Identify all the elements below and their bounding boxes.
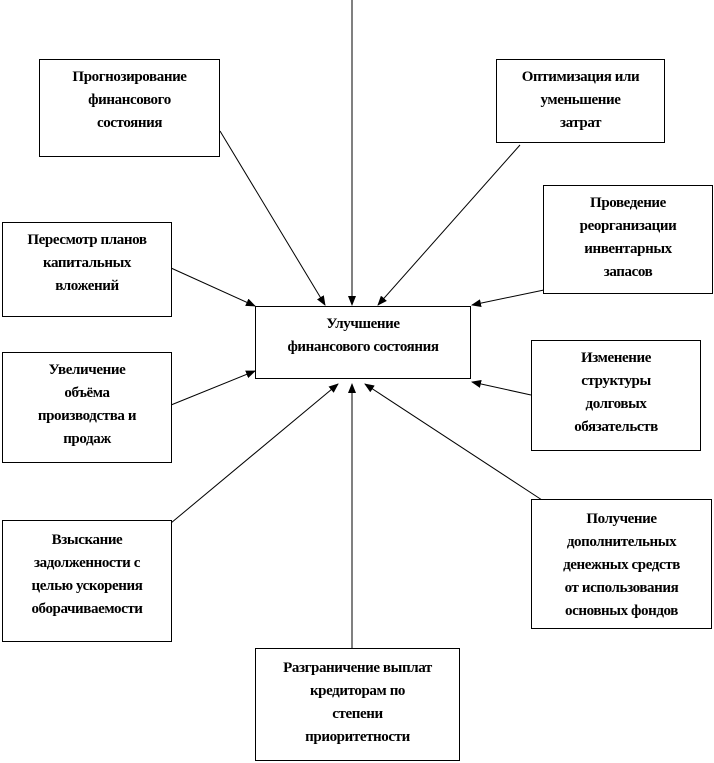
- box-line: Пересмотр планов: [27, 232, 147, 248]
- box-line: степени: [332, 706, 383, 722]
- box-line: финансового: [88, 92, 171, 108]
- box-line: Прогнозирование: [72, 69, 187, 85]
- box-line: Увеличение: [48, 362, 126, 378]
- box-line: оборачиваемости: [31, 601, 143, 617]
- box-line: инвентарных: [584, 241, 672, 257]
- box-line: Изменение: [580, 350, 651, 366]
- arrow-receivables: [170, 383, 339, 524]
- box-line: Оптимизация или: [521, 69, 640, 85]
- box-line: запасов: [603, 264, 653, 280]
- box-line: долговых: [585, 396, 647, 412]
- box-line: основных фондов: [565, 603, 678, 619]
- arrow-costs: [377, 144, 521, 306]
- box-line: Взыскание: [51, 532, 123, 548]
- center-line: финансового состояния: [287, 339, 439, 355]
- box-line: Получение: [586, 511, 657, 527]
- box-line: вложений: [55, 278, 119, 294]
- box-line: состояния: [96, 115, 163, 131]
- box-line: задолженности с: [33, 555, 141, 571]
- arrow-forecast: [219, 130, 326, 306]
- box-line: продаж: [63, 431, 111, 447]
- factor-inventory: Проведение реорганизации инвентарных зап…: [543, 185, 713, 294]
- box-line: обязательств: [574, 419, 658, 435]
- box-line: объёма: [64, 385, 110, 401]
- box-line: Разграничение выплат: [283, 660, 432, 676]
- box-line: от использования: [564, 580, 679, 596]
- box-line: уменьшение: [540, 92, 621, 108]
- box-line: целью ускорения: [31, 578, 143, 594]
- factor-forecast: Прогнозирование финансового состояния: [39, 59, 220, 157]
- factor-capex: Пересмотр планов капитальных вложений: [2, 222, 172, 317]
- box-line: приоритетности: [305, 729, 410, 745]
- box-line: дополнительных: [566, 534, 677, 550]
- box-line: денежных средств: [563, 557, 680, 573]
- arrow-assets: [364, 383, 543, 501]
- box-line: кредиторам по: [309, 683, 406, 699]
- factor-sales: Увеличение объёма производства и продаж: [2, 352, 172, 463]
- box-line: реорганизации: [579, 218, 677, 234]
- factor-debt: Изменение структуры долговых обязательст…: [531, 340, 701, 451]
- factor-creditors: Разграничение выплат кредиторам по степе…: [255, 648, 460, 761]
- factor-assets: Получение дополнительных денежных средст…: [531, 499, 712, 629]
- box-line: капитальных: [43, 255, 131, 271]
- box-line: производства и: [37, 408, 137, 424]
- factor-receivables: Взыскание задолженности с целью ускорени…: [2, 520, 172, 642]
- center-box: Улучшение финансового состояния: [255, 306, 471, 379]
- box-line: затрат: [559, 115, 602, 131]
- center-line: Улучшение: [326, 316, 400, 332]
- arrow-inventory: [471, 289, 545, 308]
- arrow-sales: [170, 370, 256, 406]
- factor-costs: Оптимизация или уменьшение затрат: [496, 59, 665, 143]
- box-line: структуры: [581, 373, 651, 389]
- box-line: Проведение: [590, 195, 666, 211]
- arrow-debt: [471, 380, 532, 396]
- arrow-capex: [170, 267, 256, 307]
